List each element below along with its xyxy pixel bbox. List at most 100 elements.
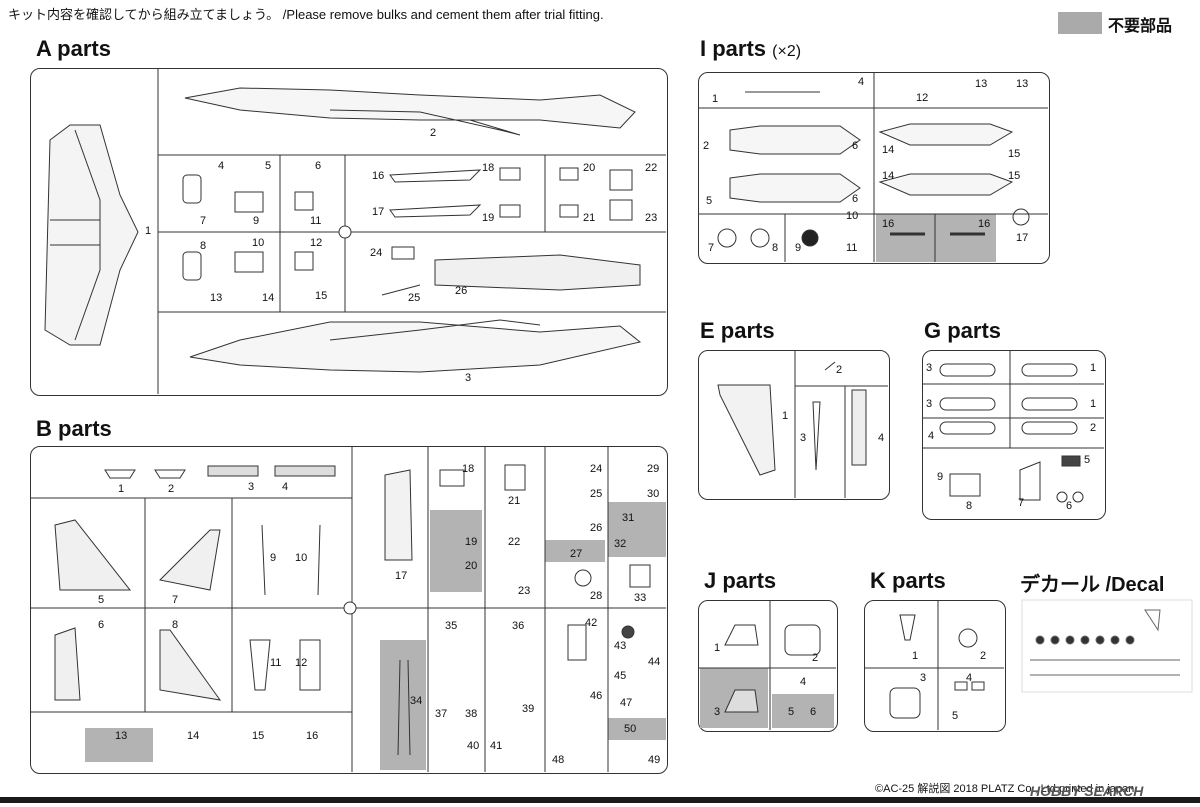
part-label-b16: 16 bbox=[306, 730, 319, 742]
part-label-i10: 10 bbox=[846, 210, 859, 222]
part-label-b23: 23 bbox=[518, 585, 531, 597]
part-label-i9: 9 bbox=[795, 242, 802, 254]
part-label-i13b: 13 bbox=[1016, 78, 1029, 90]
part-label-g8: 8 bbox=[966, 500, 973, 512]
part-label-a12: 12 bbox=[310, 237, 323, 249]
part-label-b5: 5 bbox=[98, 594, 105, 606]
part-label-b46: 46 bbox=[590, 690, 603, 702]
part-label-g3b: 3 bbox=[926, 398, 933, 410]
watermark: HOBBY SEARCH bbox=[1030, 783, 1144, 799]
part-label-b39: 39 bbox=[522, 703, 535, 715]
part-label-b26: 26 bbox=[590, 522, 603, 534]
part-label-b50: 50 bbox=[624, 723, 637, 735]
part-label-b14: 14 bbox=[187, 730, 200, 742]
part-label-i14b: 14 bbox=[882, 170, 895, 182]
part-label-k4: 4 bbox=[966, 672, 973, 684]
part-label-b4: 4 bbox=[282, 481, 289, 493]
part-label-b42: 42 bbox=[585, 617, 598, 629]
part-label-a3: 3 bbox=[465, 372, 472, 384]
part-label-b31: 31 bbox=[622, 512, 635, 524]
part-label-i16b: 16 bbox=[978, 218, 991, 230]
part-label-e3: 3 bbox=[800, 432, 807, 444]
part-label-j1: 1 bbox=[714, 642, 721, 654]
part-label-g7: 7 bbox=[1018, 497, 1025, 509]
part-label-i16a: 16 bbox=[882, 218, 895, 230]
part-label-b19: 19 bbox=[465, 536, 478, 548]
section-title-k: K parts bbox=[870, 568, 946, 593]
part-label-b24: 24 bbox=[590, 463, 603, 475]
unused-part-bg bbox=[85, 728, 153, 762]
part-label-j6: 6 bbox=[810, 706, 817, 718]
unused-part-bg bbox=[772, 694, 834, 728]
part-label-g6: 6 bbox=[1066, 500, 1073, 512]
part-label-k1: 1 bbox=[912, 650, 919, 662]
part-label-k2: 2 bbox=[980, 650, 987, 662]
part-label-e4: 4 bbox=[878, 432, 885, 444]
part-label-j4: 4 bbox=[800, 676, 807, 688]
part-label-a4: 4 bbox=[218, 160, 225, 172]
part-label-b8: 8 bbox=[172, 619, 179, 631]
part-label-b37: 37 bbox=[435, 708, 448, 720]
part-label-b34: 34 bbox=[410, 695, 423, 707]
part-label-a2: 2 bbox=[430, 127, 437, 139]
part-label-j5: 5 bbox=[788, 706, 795, 718]
part-label-a19: 19 bbox=[482, 212, 495, 224]
part-label-b30: 30 bbox=[647, 488, 660, 500]
part-label-a5: 5 bbox=[265, 160, 272, 172]
unused-part-bg bbox=[608, 718, 666, 740]
part-label-i5: 5 bbox=[706, 195, 713, 207]
section-title-g: G parts bbox=[924, 318, 1002, 343]
sprue-frame-g bbox=[922, 350, 1106, 520]
part-label-i7: 7 bbox=[708, 242, 715, 254]
part-label-b36: 36 bbox=[512, 620, 525, 632]
part-label-b3: 3 bbox=[248, 481, 255, 493]
part-label-b28: 28 bbox=[590, 590, 603, 602]
unused-part-bg bbox=[430, 510, 482, 592]
part-label-j3: 3 bbox=[714, 706, 721, 718]
part-label-b29: 29 bbox=[647, 463, 660, 475]
part-label-i4: 4 bbox=[858, 76, 865, 88]
part-label-a1: 1 bbox=[145, 225, 152, 237]
part-label-a23: 23 bbox=[645, 212, 658, 224]
part-label-i1: 1 bbox=[712, 93, 719, 105]
part-label-k5: 5 bbox=[952, 710, 959, 722]
part-label-i13a: 13 bbox=[975, 78, 988, 90]
part-label-b48: 48 bbox=[552, 754, 565, 766]
part-label-a25: 25 bbox=[408, 292, 421, 304]
part-label-b40: 40 bbox=[467, 740, 480, 752]
section-title-b: B parts bbox=[36, 416, 112, 441]
part-label-b15: 15 bbox=[252, 730, 265, 742]
part-label-i12: 12 bbox=[916, 92, 929, 104]
part-label-g1a: 1 bbox=[1090, 362, 1097, 374]
part-label-a15: 15 bbox=[315, 290, 328, 302]
part-label-b17: 17 bbox=[395, 570, 408, 582]
section-title-decal: デカール /Decal bbox=[1020, 574, 1165, 596]
part-label-b12: 12 bbox=[295, 657, 308, 669]
part-label-a18: 18 bbox=[482, 162, 495, 174]
part-label-a11: 11 bbox=[310, 215, 322, 227]
part-label-i8: 8 bbox=[772, 242, 779, 254]
part-label-i11: 11 bbox=[846, 242, 858, 254]
part-label-b20: 20 bbox=[465, 560, 478, 572]
part-label-g4: 4 bbox=[928, 430, 935, 442]
part-label-a10: 10 bbox=[252, 237, 265, 249]
part-label-b35: 35 bbox=[445, 620, 458, 632]
part-label-b10: 10 bbox=[295, 552, 308, 564]
part-label-b45: 45 bbox=[614, 670, 627, 682]
part-label-b18: 18 bbox=[462, 463, 475, 475]
part-label-j2: 2 bbox=[812, 652, 819, 664]
section-title-a: A parts bbox=[36, 36, 111, 61]
copyright: ©AC-25 解説図 2018 PLATZ Co., Ltd printed i… bbox=[875, 783, 1135, 795]
part-label-b44: 44 bbox=[648, 656, 661, 668]
part-label-b22: 22 bbox=[508, 536, 521, 548]
part-label-a17: 17 bbox=[372, 206, 385, 218]
part-label-a6: 6 bbox=[315, 160, 322, 172]
part-label-b1: 1 bbox=[118, 483, 125, 495]
part-label-b11: 11 bbox=[270, 657, 282, 669]
part-label-i14a: 14 bbox=[882, 144, 895, 156]
part-label-a20: 20 bbox=[583, 162, 596, 174]
part-label-b38: 38 bbox=[465, 708, 478, 720]
